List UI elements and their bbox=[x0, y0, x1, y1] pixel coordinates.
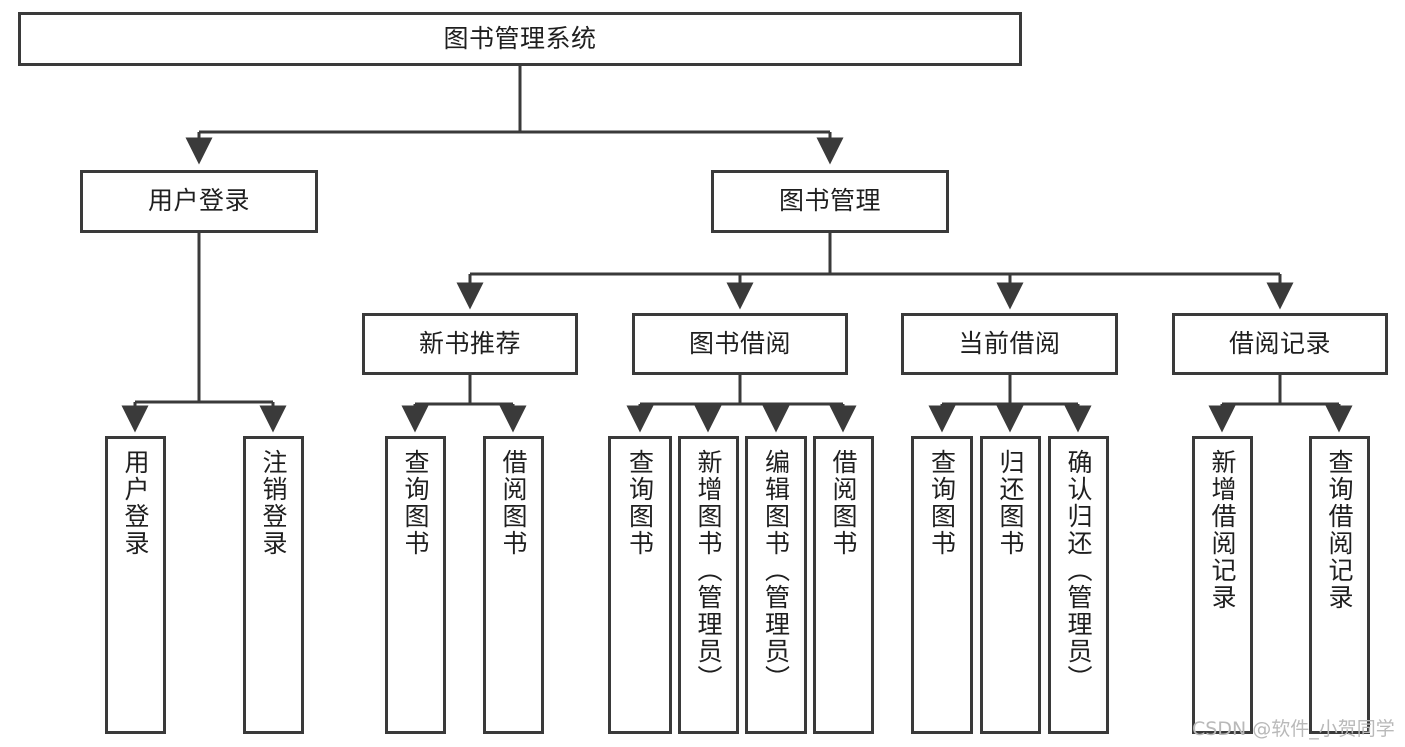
node-label: 借阅图书 bbox=[499, 449, 528, 557]
node-label: 图书管理系统 bbox=[443, 23, 597, 53]
node-borrow-record[interactable]: 借阅记录 bbox=[1172, 313, 1388, 375]
watermark-text: CSDN @软件_小贺同学 bbox=[1192, 718, 1395, 740]
node-label: 用户登录 bbox=[121, 449, 150, 557]
node-leaf-user-login[interactable]: 用户登录 bbox=[105, 436, 166, 734]
node-current-borrow[interactable]: 当前借阅 bbox=[901, 313, 1118, 375]
node-label: 当前借阅 bbox=[958, 328, 1061, 358]
node-leaf-query-book-current[interactable]: 查询图书 bbox=[911, 436, 973, 734]
node-label: 查询图书 bbox=[401, 449, 430, 557]
node-user-login[interactable]: 用户登录 bbox=[80, 170, 318, 233]
node-label: 查询借阅记录 bbox=[1325, 449, 1354, 611]
node-leaf-query-book-recommend[interactable]: 查询图书 bbox=[385, 436, 446, 734]
node-label: 查询图书 bbox=[625, 449, 655, 557]
node-label: 新增借阅记录 bbox=[1208, 449, 1237, 611]
node-leaf-borrow-book[interactable]: 借阅图书 bbox=[813, 436, 874, 734]
node-label: 图书借阅 bbox=[688, 328, 791, 358]
node-label: 用户登录 bbox=[147, 186, 250, 216]
node-leaf-borrow-book-recommend[interactable]: 借阅图书 bbox=[483, 436, 544, 734]
node-label: 借阅图书 bbox=[829, 449, 858, 557]
node-label: 图书管理 bbox=[778, 186, 881, 216]
node-leaf-add-book[interactable]: 新增图书（管理员） bbox=[678, 436, 739, 734]
node-root-book-management-system[interactable]: 图书管理系统 bbox=[18, 12, 1022, 66]
node-label: 查询图书 bbox=[927, 449, 957, 557]
node-leaf-query-book-borrow[interactable]: 查询图书 bbox=[608, 436, 672, 734]
node-leaf-confirm-return[interactable]: 确认归还（管理员） bbox=[1048, 436, 1109, 734]
node-label: 借阅记录 bbox=[1228, 328, 1331, 358]
node-leaf-return-book[interactable]: 归还图书 bbox=[980, 436, 1041, 734]
node-label: 归还图书 bbox=[996, 449, 1025, 557]
node-book-management[interactable]: 图书管理 bbox=[711, 170, 949, 233]
node-label: 确认归还（管理员） bbox=[1064, 449, 1093, 692]
node-leaf-user-logout[interactable]: 注销登录 bbox=[243, 436, 304, 734]
node-new-book-recommend[interactable]: 新书推荐 bbox=[362, 313, 578, 375]
node-label: 注销登录 bbox=[259, 449, 288, 557]
node-leaf-edit-book[interactable]: 编辑图书（管理员） bbox=[745, 436, 807, 734]
node-label: 编辑图书（管理员） bbox=[761, 449, 791, 692]
node-leaf-add-borrow-record[interactable]: 新增借阅记录 bbox=[1192, 436, 1253, 734]
node-label: 新增图书（管理员） bbox=[694, 449, 723, 692]
node-book-borrow[interactable]: 图书借阅 bbox=[632, 313, 848, 375]
node-leaf-query-borrow-record[interactable]: 查询借阅记录 bbox=[1309, 436, 1370, 734]
node-label: 新书推荐 bbox=[418, 328, 521, 358]
